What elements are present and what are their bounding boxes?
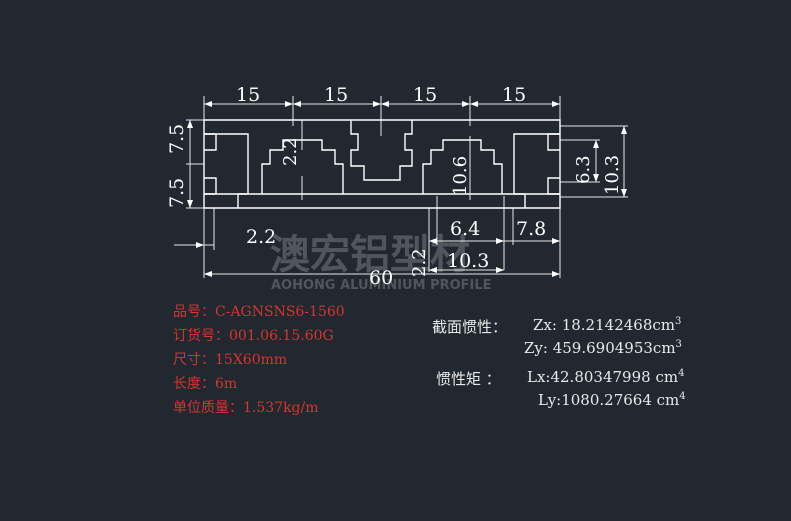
moment-inertia-ly: Ly:1080.27664 cm4 (538, 391, 686, 409)
dim-slot-top: 2.2 (280, 137, 301, 166)
watermark-en: AOHONG ALUMINIUM PROFILE (271, 278, 492, 293)
section-modulus-zy: Zy: 459.6904953cm3 (524, 339, 682, 357)
dim-width-2: 15 (324, 84, 348, 106)
dim-left-top: 7.5 (166, 124, 188, 154)
section-modulus-zx: Zx: 18.2142468cm3 (533, 316, 681, 334)
slot-left (204, 133, 249, 195)
zy-value: Zy: 459.6904953cm (524, 339, 676, 357)
ly-exponent: 4 (679, 391, 686, 402)
lx-value: Lx:42.80347998 cm (527, 368, 679, 386)
dim-right-inner: 6.3 (573, 155, 594, 184)
ly-value: Ly:1080.27664 cm (538, 391, 680, 409)
profile-outline (203, 119, 561, 209)
dim-width-1: 15 (236, 84, 260, 106)
section-modulus-label: 截面惯性： (432, 318, 508, 336)
outer-contour (203, 119, 561, 209)
dim-width-4: 15 (502, 84, 526, 106)
bottom-channel (237, 193, 526, 208)
zy-exponent: 3 (675, 339, 682, 350)
spec-unit-weight: 单位质量：1.537kg/m (173, 400, 319, 416)
spec-order-number: 订货号：001.06.15.60G (173, 328, 334, 344)
lx-exponent: 4 (678, 368, 685, 379)
zx-value: Zx: 18.2142468cm (533, 316, 675, 334)
dim-slot-depth: 10.6 (450, 156, 471, 196)
spec-length: 长度：6m (173, 376, 238, 392)
slot-top-center (350, 120, 413, 181)
dim-bottom-mid: 2.2 (409, 248, 430, 277)
dim-bottom-left: 2.2 (246, 226, 276, 248)
slot-right (513, 133, 560, 195)
slot-lower-right (422, 139, 503, 194)
spec-size: 尺寸：15X60mm (173, 352, 288, 368)
spec-model: 品号：C-AGNSNS6-1560 (173, 304, 345, 320)
dim-total-width: 60 (369, 267, 393, 289)
slot-lower-left (261, 139, 344, 194)
dim-bottom-a: 6.4 (450, 218, 480, 240)
dim-width-3: 15 (413, 84, 437, 106)
dim-bottom-b: 7.8 (516, 218, 546, 240)
dim-bottom-c: 10.3 (447, 250, 489, 272)
moment-inertia-lx: Lx:42.80347998 cm4 (527, 368, 684, 386)
dimension-arrows (187, 101, 627, 277)
zx-exponent: 3 (675, 316, 682, 327)
moment-inertia-label: 惯性矩 ： (436, 370, 501, 388)
dim-right-outer: 10.3 (602, 155, 623, 195)
dim-left-bottom: 7.5 (166, 178, 188, 208)
